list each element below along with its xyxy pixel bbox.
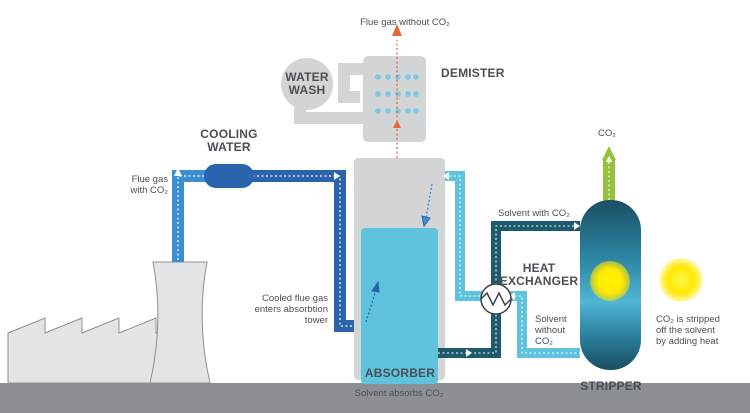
label-solvent-absorbs-co2: Solvent absorbs CO₂: [354, 388, 444, 399]
label-cooled-flue-gas: Cooled flue gas enters absorbtion tower: [254, 293, 328, 326]
label-stripper: STRIPPER: [580, 379, 642, 393]
label-demister: DEMISTER: [441, 66, 505, 80]
demister-droplets: [375, 74, 419, 114]
clean-gas-path: [392, 24, 402, 158]
lean-solvent-line: [443, 171, 580, 358]
demister-unit: [363, 56, 426, 142]
co2-outlet: [602, 146, 616, 204]
ground: [0, 383, 750, 413]
label-heat-exchanger: HEAT EXCHANGER: [499, 261, 579, 288]
flue-gas-duct: [172, 168, 212, 262]
heat-exchanger: [480, 283, 512, 315]
label-flue-gas-without-co2: Flue gas without CO₂: [360, 17, 450, 28]
absorber-liquid: [361, 228, 438, 384]
power-plant: [7, 261, 211, 384]
label-cooling-water: COOLING WATER: [200, 127, 258, 154]
absorber-flow-arrows: [365, 183, 433, 323]
label-solvent-with-co2: Solvent with CO₂: [498, 208, 570, 219]
label-flue-gas-with-co2: Flue gas with CO₂: [130, 174, 168, 196]
cooling-water-unit: [204, 164, 254, 188]
stripper-heat-sun: [590, 261, 630, 301]
label-absorber: ABSORBER: [364, 366, 436, 380]
label-co2-out: CO₂: [598, 128, 616, 139]
label-water-wash: WATER WASH: [285, 70, 329, 97]
heat-sun-icon: [659, 258, 703, 302]
label-co2-stripped: CO₂ is stripped off the solvent by addin…: [656, 314, 720, 347]
label-solvent-without-co2: Solvent without CO₂: [535, 314, 567, 347]
water-wash-loop: [281, 58, 365, 124]
